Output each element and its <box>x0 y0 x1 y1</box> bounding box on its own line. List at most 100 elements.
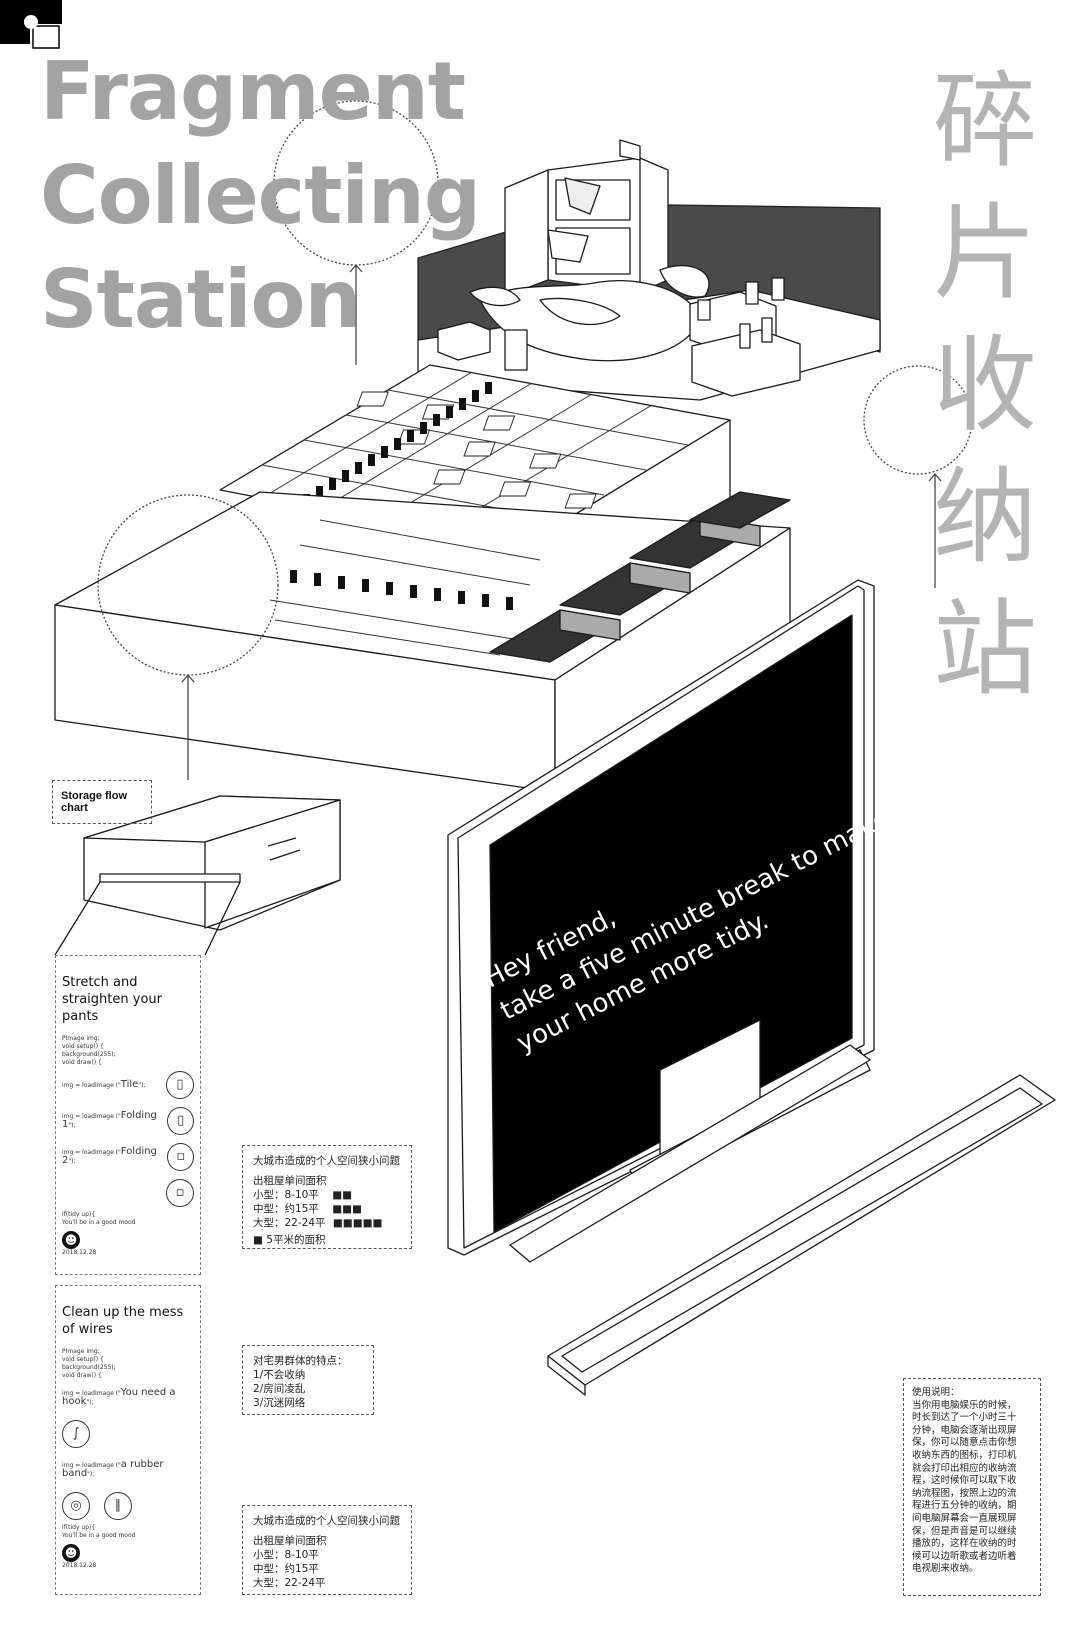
step-row: img = loadImage ("Folding 2"); ▫ <box>62 1139 194 1175</box>
wardrobe-cabinet <box>504 139 669 297</box>
instructions-title: 使用说明： <box>912 1387 960 1398</box>
code-line: if(tidy up){ <box>62 1524 96 1531</box>
rubber-band-icon: ◎ <box>62 1492 90 1520</box>
instructions-line: 程进行五分钟的收纳，期 <box>912 1500 1017 1512</box>
balloon-left <box>97 494 279 780</box>
step-row: img = loadImage ("Tile"); ▯ <box>62 1067 194 1103</box>
wire-bundle-icon: ∥ <box>104 1492 132 1520</box>
title-line-3: Station <box>40 253 361 346</box>
area-row: 中型：约15平 ■■■ <box>253 1203 362 1215</box>
title-line-2: Collecting <box>40 149 481 242</box>
box-title: 大城市造成的个人空间狭小问题 <box>253 1155 400 1167</box>
box-title: 对宅男群体的特点： <box>253 1355 348 1367</box>
step-row: img = loadImage ("a rubber band"); <box>62 1452 194 1488</box>
instructions-line: 就会打印出相应的收纳流 <box>912 1462 1017 1474</box>
balloon-top <box>273 100 439 365</box>
instructions-line: 间电脑屏幕会一直展现屏 <box>912 1512 1017 1524</box>
step-caption: img = loadImage ("a rubber band"); <box>62 1459 164 1479</box>
printed-flow-paper-2[interactable]: Clean up the mess of wires PImage img; v… <box>55 1285 201 1595</box>
info-box-area-2: 大城市造成的个人空间狭小问题 出租屋单间面积 小型：8-10平 中型：约15平 … <box>242 1505 412 1595</box>
instructions-line: 时长到达了一个小时三十 <box>912 1412 1017 1424</box>
instructions-line: 候可以边听歌或者边听着 <box>912 1550 1017 1562</box>
title-chinese: 碎 片 收 纳 站 <box>930 55 1040 715</box>
box-subtitle: 出租屋单间面积 <box>253 1535 327 1547</box>
instructions-line: 收纳东西的图标，打印机 <box>912 1449 1017 1461</box>
instructions-box: 使用说明： 当你用电脑娱乐的时候， 时长到达了一个小时三十 分钟，电脑会逐渐出现… <box>903 1378 1041 1596</box>
step-caption: img = loadImage ("Tile"); <box>62 1078 146 1090</box>
step-row: img = loadImage ("You need a hook"); <box>62 1380 194 1416</box>
box-title: 大城市造成的个人空间狭小问题 <box>253 1515 400 1527</box>
code-line: background(255); <box>62 1051 116 1058</box>
area-row: 小型：8-10平 <box>253 1549 319 1561</box>
instructions-line: 程，这时候你可以取下收 <box>912 1475 1017 1487</box>
info-box-traits: 对宅男群体的特点： 1/不会收纳 2/房间凌乱 3/沉迷网络 <box>242 1345 374 1415</box>
code-line: void draw() { <box>62 1372 102 1379</box>
code-line: You'll be in a good mood <box>62 1219 136 1226</box>
step-row: img = loadImage ("Folding 1"); ▯ <box>62 1103 194 1139</box>
box-subtitle: 出租屋单间面积 <box>253 1175 327 1187</box>
trait-item: 2/房间凌乱 <box>253 1383 306 1395</box>
pants-fold-icon: ▯ <box>167 1107 194 1135</box>
title-cn-char-4: 纳 <box>932 456 1037 578</box>
instructions-line: 纳流程图，按照上边的流 <box>912 1487 1017 1499</box>
code-line: PImage img; <box>62 1035 100 1042</box>
pants-icon: ▯ <box>166 1071 194 1099</box>
title-cn-char-1: 碎 <box>932 60 1037 182</box>
printed-flow-paper-1[interactable]: Stretch and straighten your pants PImage… <box>55 955 201 1275</box>
area-row: 中型：约15平 <box>253 1563 319 1575</box>
flow-chart-label-text: Storage flow chart <box>61 790 128 814</box>
instructions-line: 分钟，电脑会逐渐出现屏 <box>912 1424 1017 1436</box>
code-line: background(255); <box>62 1364 116 1371</box>
step-label: Folding 1 <box>62 1110 157 1130</box>
title-english: Fragment Collecting Station <box>40 40 481 352</box>
balloon-right <box>863 365 973 588</box>
flow-chart-label: Storage flow chart <box>52 780 152 824</box>
instructions-line: 播放的，这样在收纳的时 <box>912 1538 1017 1550</box>
area-row: 小型：8-10平 ■■ <box>253 1189 353 1201</box>
title-cn-char-5: 站 <box>932 588 1037 710</box>
title-cn-char-2: 片 <box>932 192 1037 314</box>
hook-icon: ∫ <box>62 1420 90 1448</box>
step-row: ∫ <box>62 1416 194 1452</box>
small-boxes <box>437 277 801 397</box>
instructions-line: 保，你可以随意点击你想 <box>912 1437 1017 1449</box>
trait-item: 1/不会收纳 <box>253 1369 306 1381</box>
code-line: You'll be in a good mood <box>62 1532 136 1539</box>
smiley-icon: ☻ <box>62 1231 80 1249</box>
legend-row: ■ 5平米的面积 <box>253 1234 326 1246</box>
step-row: ▫ <box>62 1175 194 1211</box>
code-line: if(tidy up){ <box>62 1211 96 1218</box>
trait-item: 3/沉迷网络 <box>253 1397 306 1409</box>
area-row: 大型：22-24平 ■■■■■ <box>253 1217 383 1229</box>
step-row: ◎ ∥ <box>62 1488 194 1524</box>
pants-folded-icon: ▫ <box>166 1179 194 1207</box>
step-caption: img = loadImage ("Folding 2"); <box>62 1146 157 1166</box>
keyboard-tray <box>547 1074 1056 1396</box>
code-line: void setup() { <box>62 1356 104 1363</box>
lower-tray <box>54 491 791 793</box>
instructions-line: 当你用电脑娱乐的时候， <box>912 1399 1017 1411</box>
instructions-line: 电视剧来收纳。 <box>912 1563 979 1575</box>
code-line: void setup() { <box>62 1043 104 1050</box>
step-label: You need a hook <box>62 1387 176 1407</box>
step-label: a rubber band <box>62 1459 164 1479</box>
logo-mark <box>0 0 62 49</box>
title-line-1: Fragment <box>40 45 466 138</box>
print-date: 2018.12.28 <box>62 1562 97 1569</box>
computer-monitor <box>447 579 875 1263</box>
instructions-line: 保，但是声音是可以继续 <box>912 1525 1017 1537</box>
step-label: Folding 2 <box>62 1146 157 1166</box>
title-cn-char-3: 收 <box>932 324 1037 446</box>
code-line: void draw() { <box>62 1059 102 1066</box>
printer <box>54 795 341 956</box>
area-row: 大型：22-24平 <box>253 1577 326 1589</box>
code-line: PImage img; <box>62 1348 100 1355</box>
pants-fold-icon: ▫ <box>167 1143 194 1171</box>
paper-2-heading: Clean up the mess of wires <box>62 1305 184 1337</box>
step-label: Tile <box>120 1078 139 1090</box>
step-caption: img = loadImage ("Folding 1"); <box>62 1110 157 1130</box>
print-date: 2018.12.28 <box>62 1249 97 1256</box>
info-box-area: 大城市造成的个人空间狭小问题 出租屋单间面积 小型：8-10平 ■■ 中型：约1… <box>242 1145 412 1249</box>
